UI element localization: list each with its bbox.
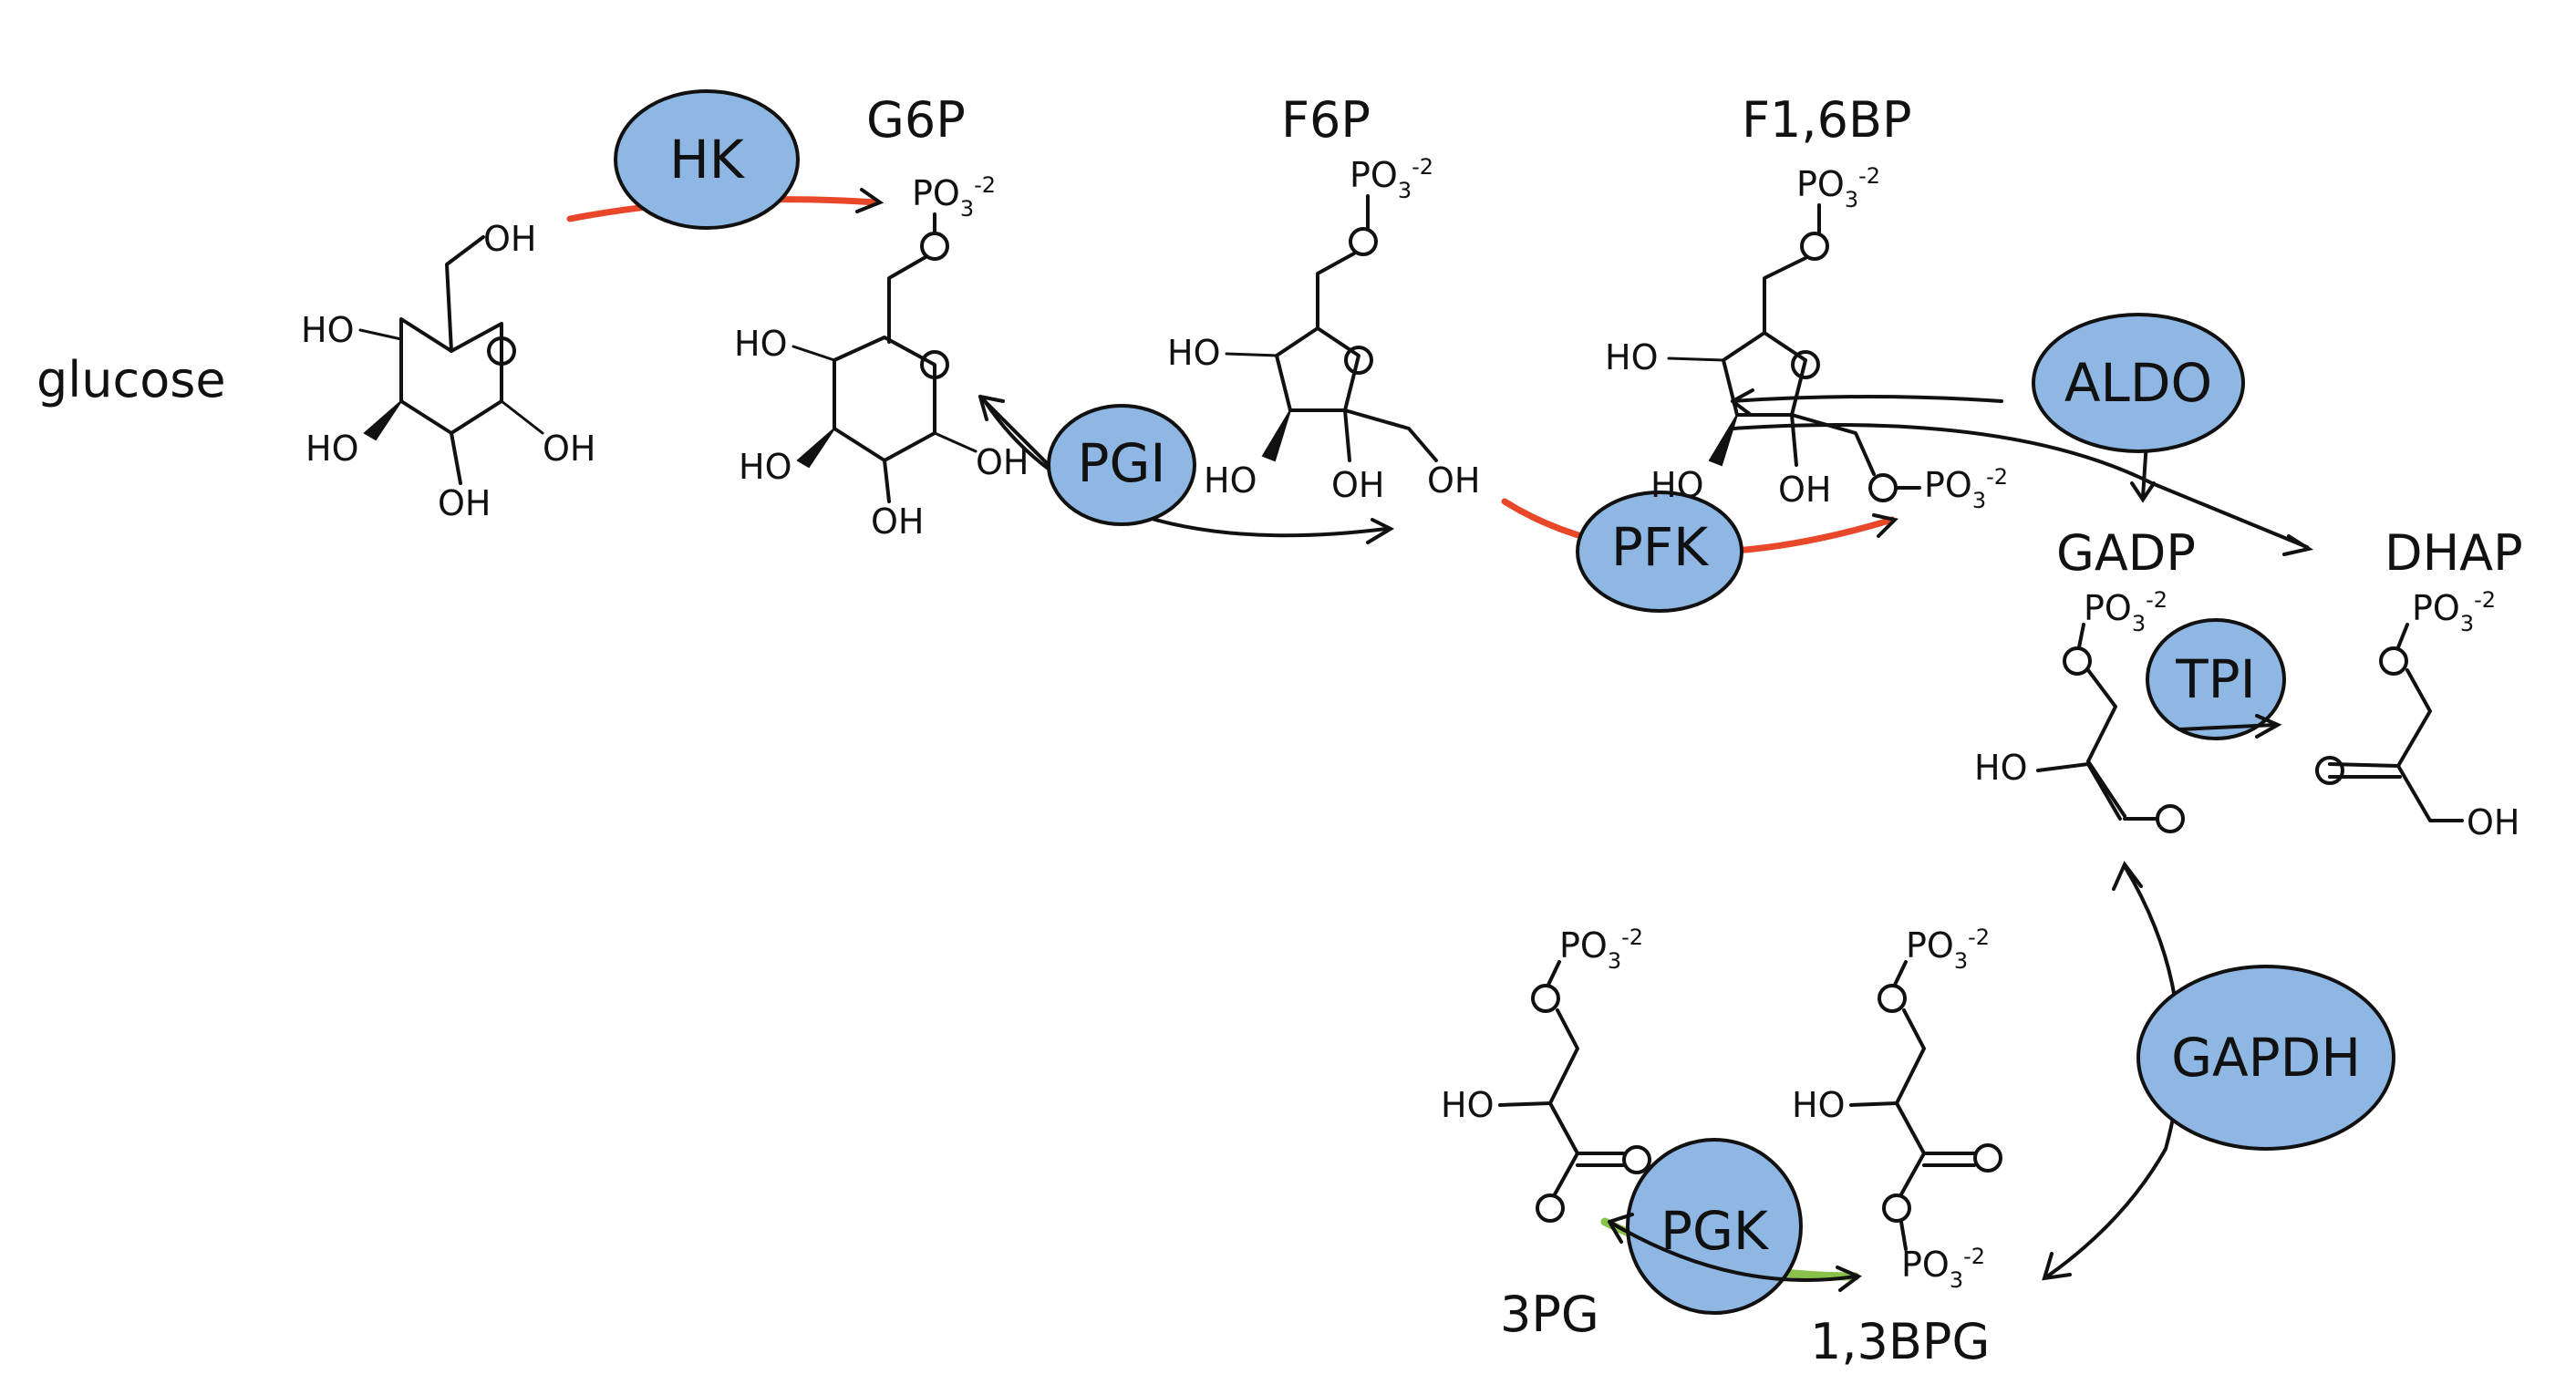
f6p-molecule: F6P PO3-2 HO HO OH OH xyxy=(1167,91,1480,505)
glucose-c6-oh: OH xyxy=(483,219,536,259)
pg3-po3: PO3-2 xyxy=(1559,925,1643,974)
f6p-po3: PO3-2 xyxy=(1350,154,1433,203)
bpg13-ho: HO xyxy=(1792,1085,1845,1125)
f6p-oh-1: OH xyxy=(1331,465,1384,505)
enzyme-gapdh-label: GAPDH xyxy=(2171,1027,2361,1089)
enzyme-aldo: ALDO xyxy=(2032,313,2245,453)
f16bp-ho-1: HO xyxy=(1605,337,1658,377)
tpi-arrow xyxy=(2178,723,2277,731)
aldo-back-arrow xyxy=(1731,395,2003,403)
dhap-molecule: DHAP PO3-2 OH xyxy=(2315,524,2523,842)
f16bp-po3-1: PO3-2 xyxy=(1796,163,1880,212)
g6p-molecule: G6P PO3-2 HO HO OH OH xyxy=(734,91,1029,542)
enzyme-pgk-label: PGK xyxy=(1660,1200,1770,1262)
f16bp-ho-2: HO xyxy=(1650,465,1703,505)
glucose-ho-2: HO xyxy=(305,429,358,469)
enzyme-pfk-label: PFK xyxy=(1611,516,1710,578)
g6p-po3: PO3-2 xyxy=(912,172,996,222)
f6p-ho-2: HO xyxy=(1204,460,1257,501)
g6p-ho-1: HO xyxy=(734,324,787,364)
f6p-ho-1: HO xyxy=(1167,333,1220,373)
gadp-ho: HO xyxy=(1974,748,2027,788)
enzyme-aldo-label: ALDO xyxy=(2064,352,2212,414)
bpg13-po3-2: PO3-2 xyxy=(1901,1244,1985,1293)
glucose-molecule: glucose OH HO HO OH OH xyxy=(36,219,595,523)
f16bp-label: F1,6BP xyxy=(1742,91,1912,149)
enzyme-tpi: TPI xyxy=(2146,618,2286,740)
g6p-label: G6P xyxy=(866,91,966,149)
dhap-po3: PO3-2 xyxy=(2412,587,2496,636)
pg3-molecule: PO3-2 HO 3PG xyxy=(1441,925,1651,1343)
f16bp-oh: OH xyxy=(1778,470,1831,510)
bpg13-molecule: PO3-2 PO3-2 HO 1,3BPG xyxy=(1792,925,2002,1370)
enzyme-gapdh: GAPDH xyxy=(2136,965,2395,1151)
dhap-oh: OH xyxy=(2467,802,2519,842)
enzyme-hk-label: HK xyxy=(669,129,746,191)
enzyme-pgi-label: PGI xyxy=(1077,432,1165,494)
glucose-oh-2: OH xyxy=(438,483,491,523)
f16bp-molecule: F1,6BP PO3-2 HO HO OH PO3-2 xyxy=(1605,91,2008,513)
bpg13-po3-1: PO3-2 xyxy=(1906,925,1990,974)
enzyme-pgi: PGI xyxy=(1047,404,1196,526)
enzyme-pfk: PFK xyxy=(1576,491,1743,613)
enzyme-hk: HK xyxy=(614,89,800,230)
aldo-forward-arrow xyxy=(1731,423,2309,549)
pgk-arrow xyxy=(1608,1220,1857,1282)
gadp-label: GADP xyxy=(2056,524,2196,582)
pg3-ho: HO xyxy=(1441,1085,1494,1125)
glucose-ho-1: HO xyxy=(301,310,354,350)
enzyme-pgk: PGK xyxy=(1626,1138,1803,1315)
bpg13-label: 1,3BPG xyxy=(1810,1313,1990,1370)
dhap-label: DHAP xyxy=(2385,524,2523,582)
gadp-po3: PO3-2 xyxy=(2084,587,2167,636)
f6p-oh-2: OH xyxy=(1427,460,1480,501)
pg3-label: 3PG xyxy=(1500,1286,1599,1343)
g6p-ho-2: HO xyxy=(739,447,791,487)
g6p-oh-2: OH xyxy=(871,501,924,542)
f16bp-po3-2: PO3-2 xyxy=(1924,464,2008,513)
gapdh-arrow xyxy=(2045,864,2181,1278)
glucose-oh-1: OH xyxy=(543,429,595,469)
enzyme-tpi-label: TPI xyxy=(2175,648,2256,710)
g6p-oh-1: OH xyxy=(976,442,1029,482)
f6p-label: F6P xyxy=(1281,91,1371,149)
glucose-label: glucose xyxy=(36,351,226,408)
gadp-molecule: GADP PO3-2 HO xyxy=(1974,524,2196,833)
